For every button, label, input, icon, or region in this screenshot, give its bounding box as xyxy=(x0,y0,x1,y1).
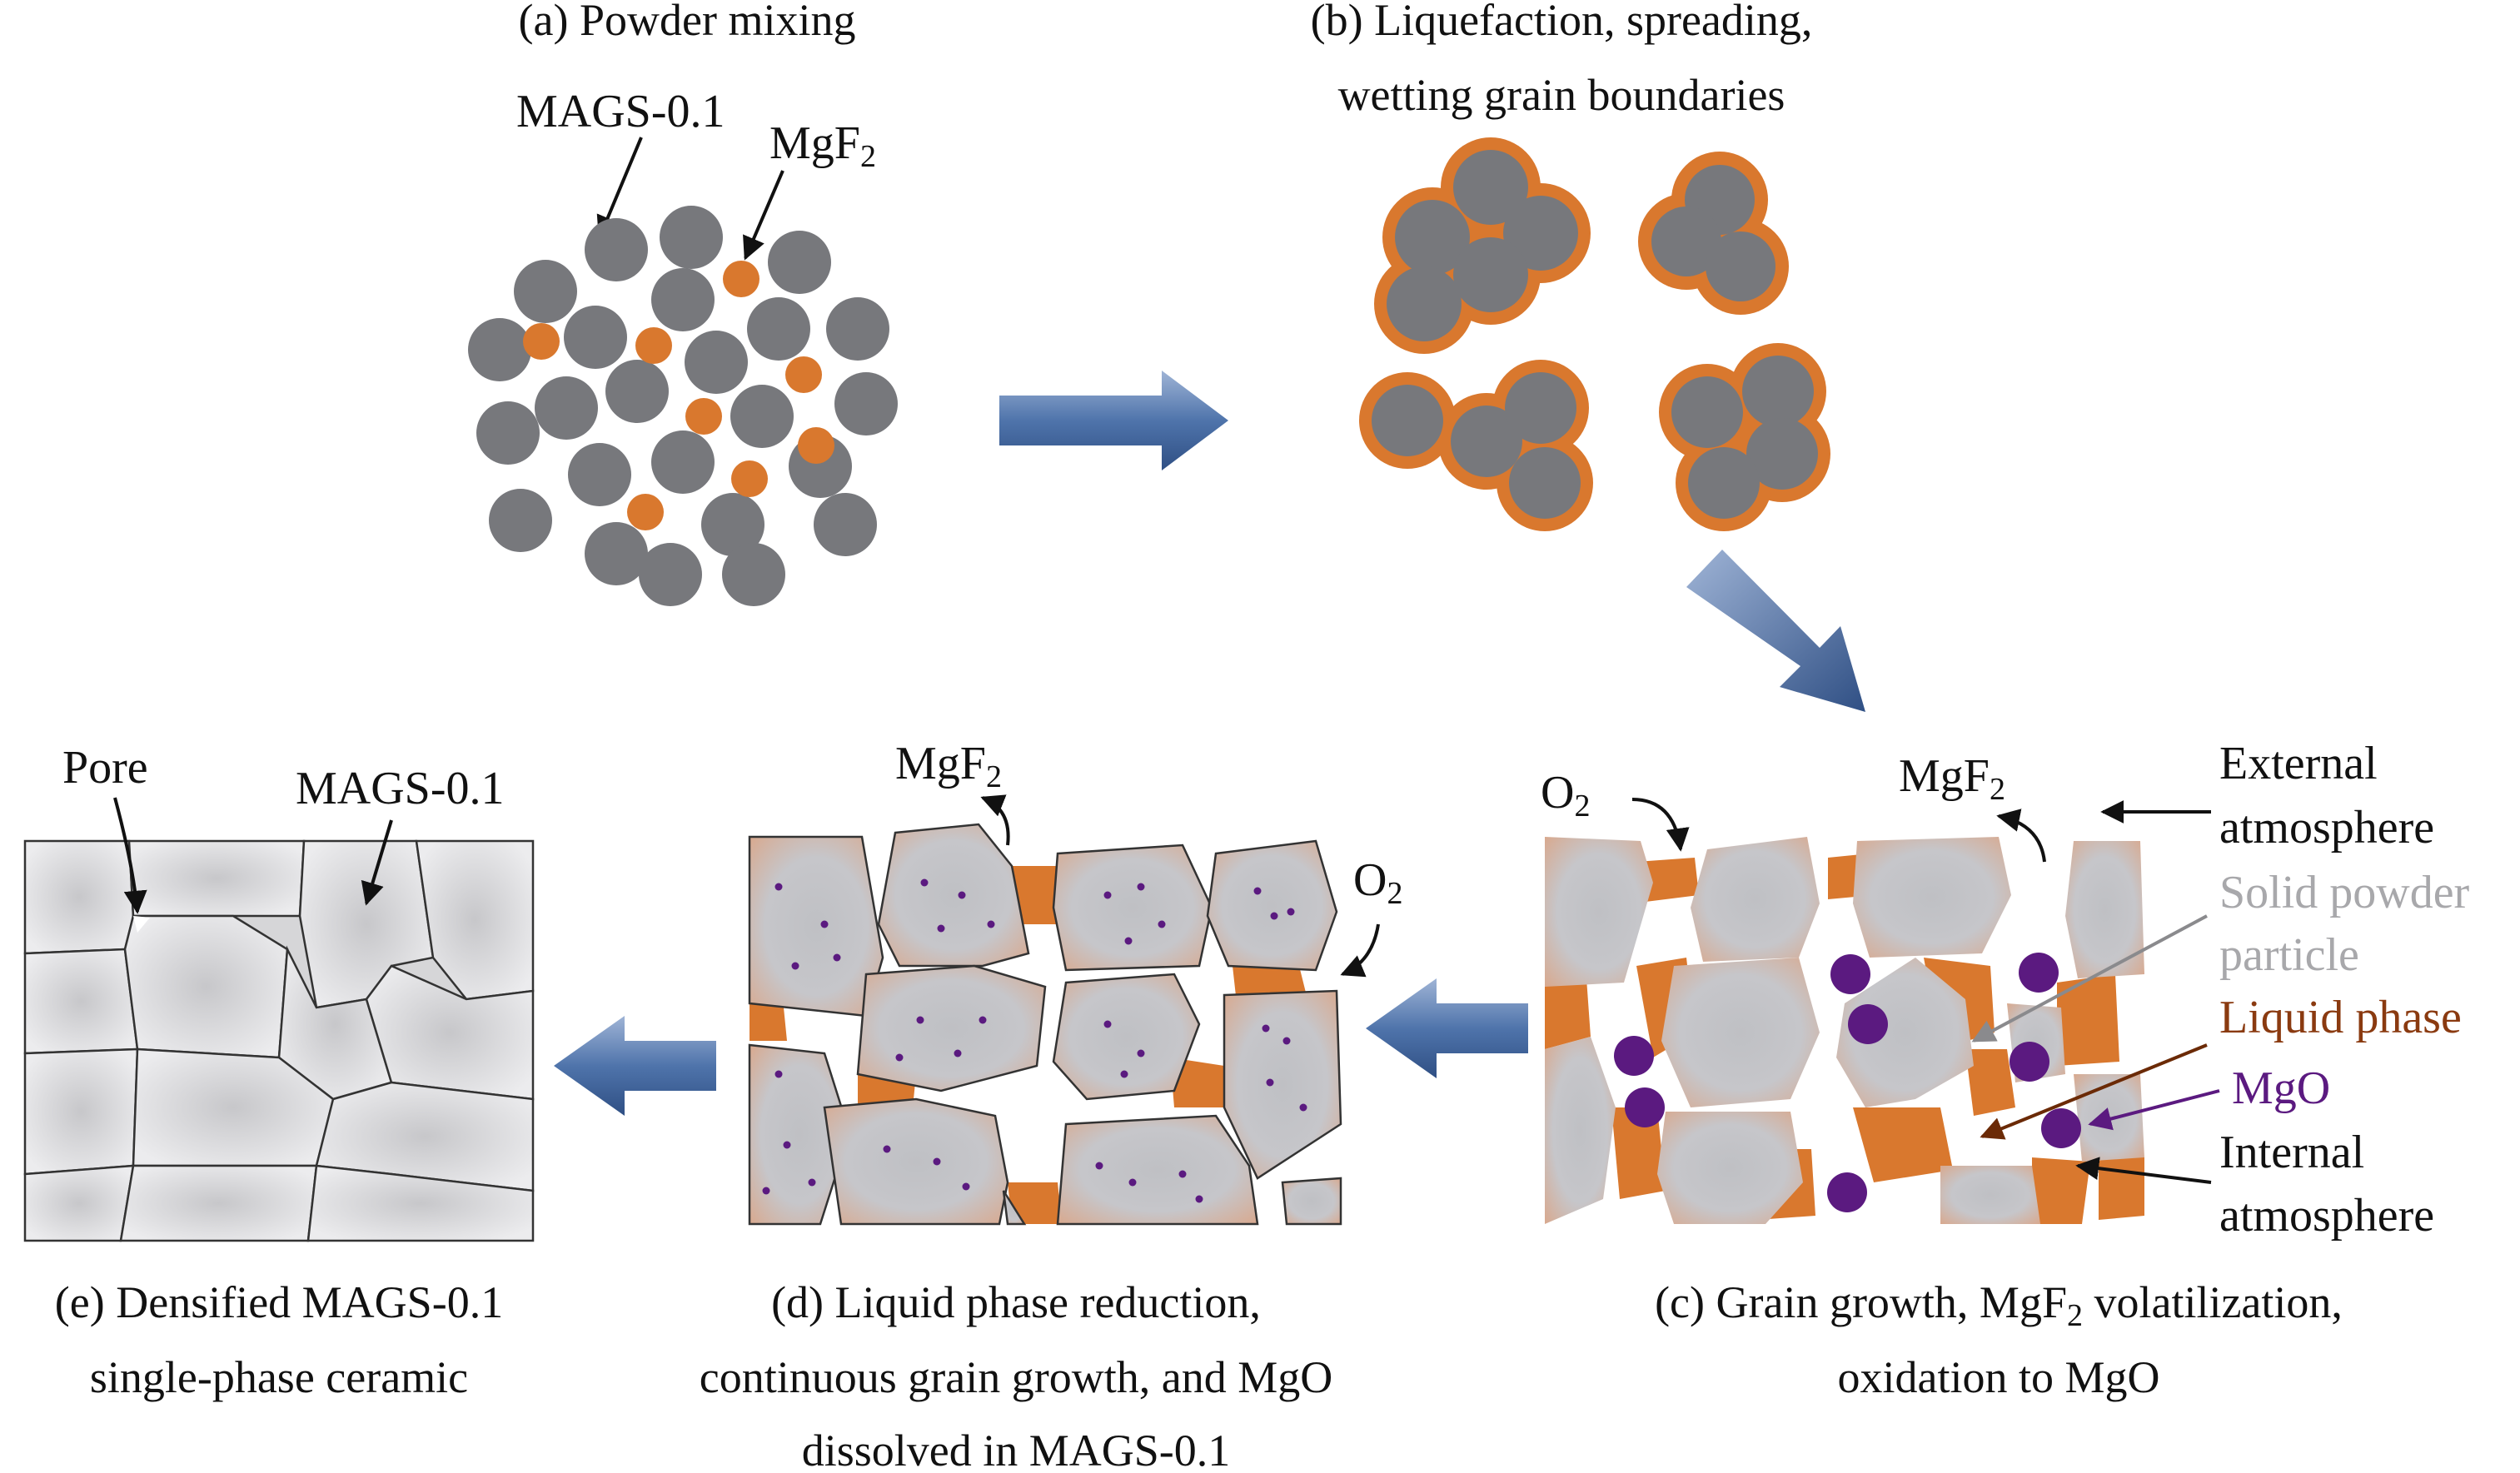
arrow-internal xyxy=(2075,1157,2212,1184)
arrow-mgf2-d xyxy=(980,794,1010,846)
legend-liquid: Liquid phase xyxy=(2219,992,2462,1043)
label-o2-c: O2 xyxy=(1541,767,1590,824)
legend-external-2: atmosphere xyxy=(2219,802,2434,853)
panel-a-caption: (a) Powder mixing xyxy=(519,0,856,45)
panel-d-caption-line3: dissolved in MAGS-0.1 xyxy=(802,1426,1231,1473)
process-arrow-d-to-e xyxy=(554,1016,716,1116)
label-mgf2-d: MgF2 xyxy=(895,738,1002,794)
legend-solid-2: particle xyxy=(2219,929,2359,981)
orange-particles-a xyxy=(523,261,834,530)
legend-internal-1: Internal xyxy=(2219,1127,2364,1178)
arrow-o2-c xyxy=(1631,798,1690,852)
panel-b: (b) Liquefaction, spreading, wetting gra… xyxy=(1311,0,1830,531)
legend-mgo: MgO xyxy=(2232,1062,2330,1114)
panel-b-caption-line1: (b) Liquefaction, spreading, xyxy=(1311,0,1813,45)
label-pore-e: Pore xyxy=(62,742,148,794)
process-arrow-c-to-d xyxy=(1366,978,1528,1078)
panel-c-caption-line2: oxidation to MgO xyxy=(1838,1352,2160,1402)
legend-solid-1: Solid powder xyxy=(2219,867,2470,918)
arrow-liquid xyxy=(1980,1043,2208,1140)
arrow-mgf2-c xyxy=(1996,809,2046,863)
process-arrow-b-to-c xyxy=(1686,550,1865,712)
arrow-mgo xyxy=(2088,1089,2220,1131)
panel-c-microstructure xyxy=(1545,837,2144,1228)
panel-c-caption-line1: (c) Grain growth, MgF2 volatilization, xyxy=(1655,1277,2343,1333)
label-mags-a: MAGS-0.1 xyxy=(516,86,725,137)
particle-cluster-3 xyxy=(1359,360,1593,531)
panel-e: Pore MAGS-0.1 (e) Densified MAGS-0.1 sin… xyxy=(23,742,535,1402)
panel-b-caption-line2: wetting grain boundaries xyxy=(1338,70,1785,120)
arrow-mags-e xyxy=(361,819,393,906)
panel-e-caption-line1: (e) Densified MAGS-0.1 xyxy=(55,1277,503,1327)
gray-particles-a xyxy=(468,206,898,606)
panel-a: (a) Powder mixing MAGS-0.1 MgF2 xyxy=(468,0,898,606)
arrow-o2-d xyxy=(1340,923,1380,978)
label-mags-e: MAGS-0.1 xyxy=(296,763,504,814)
panel-e-caption-line2: single-phase ceramic xyxy=(90,1352,468,1402)
dense-grains-e xyxy=(23,839,535,1242)
mgo-particles-c xyxy=(1614,953,2081,1212)
process-arrow-a-to-b xyxy=(999,371,1228,470)
mgo-dots-d xyxy=(762,878,1307,1203)
particle-cluster-1 xyxy=(1374,137,1591,354)
legend-internal-2: atmosphere xyxy=(2219,1190,2434,1242)
label-mgf2-c: MgF2 xyxy=(1899,750,2005,807)
particle-cluster-4 xyxy=(1659,343,1830,531)
panel-d: MgF2 O2 (d) Liquid phase reduction, cont… xyxy=(700,738,1403,1473)
label-mgf2-a: MgF2 xyxy=(769,117,876,174)
panel-d-caption-line1: (d) Liquid phase reduction, xyxy=(771,1277,1261,1327)
panel-c: O2 MgF2 External atmosphere Solid powder… xyxy=(1541,738,2470,1402)
pore-e xyxy=(133,916,150,933)
label-o2-d: O2 xyxy=(1353,854,1402,911)
panel-d-caption-line2: continuous grain growth, and MgO xyxy=(700,1352,1332,1402)
grains-d xyxy=(748,823,1342,1226)
arrow-mgf2-a xyxy=(743,170,784,261)
particle-cluster-2 xyxy=(1638,152,1789,315)
legend-external-1: External xyxy=(2219,738,2378,789)
arrow-solid xyxy=(1971,914,2208,1043)
arrow-pore-e xyxy=(113,797,147,914)
